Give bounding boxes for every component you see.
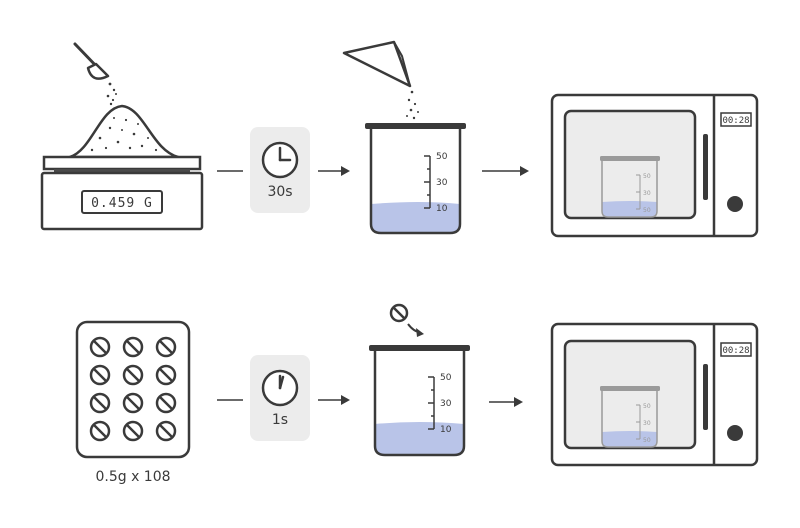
tablet-icon — [155, 420, 177, 442]
microwave-time: 00:28 — [722, 346, 749, 356]
tablet-caption: 0.5g x 108 — [95, 469, 170, 485]
tick-label: 30 — [436, 178, 448, 188]
tablet-icon — [155, 336, 177, 358]
weighing-scale: 0.459 G — [40, 42, 204, 231]
tablet-icon — [122, 364, 144, 386]
timer-label: 30s — [267, 184, 292, 200]
inner-beaker: 50 30 50 — [600, 386, 660, 448]
tablet-icon — [389, 303, 409, 323]
falling-powder — [106, 82, 117, 106]
paper-cone-icon — [342, 40, 412, 88]
row-2: 0.5g x 108 1s — [75, 303, 759, 485]
scale-readout: 0.459 G — [91, 196, 153, 211]
arrow-right — [318, 395, 350, 405]
clock-icon — [261, 141, 299, 179]
beaker-lid — [365, 123, 466, 129]
tablet-icon — [89, 336, 111, 358]
microwave-window — [563, 339, 697, 450]
powder-pile — [68, 104, 180, 159]
tick-label: 50 — [440, 373, 452, 383]
arrow-right — [318, 166, 350, 176]
microwave-knob — [727, 196, 743, 212]
microwave-timer — [720, 112, 752, 127]
tablet-icon — [89, 364, 111, 386]
tablet-icon — [89, 392, 111, 414]
microwave-window — [563, 109, 697, 220]
timer-label: 1s — [272, 412, 288, 428]
tablet-icon — [155, 364, 177, 386]
arrow-right — [482, 166, 529, 176]
timer-panel-1s: 1s — [250, 355, 310, 441]
tablet-icon — [122, 392, 144, 414]
tick-label: 50 — [643, 173, 651, 180]
scale-display — [81, 190, 163, 214]
tick-label: 50 — [643, 207, 651, 214]
spoon-icon — [73, 42, 110, 80]
falling-powder — [406, 90, 419, 120]
row-1: 0.459 G 30s — [40, 40, 759, 238]
inner-beaker: 50 30 50 — [600, 156, 660, 218]
arrow-right — [489, 397, 523, 407]
microwave-icon: 00:28 50 30 50 — [550, 93, 759, 238]
door-handle — [703, 364, 708, 430]
measurement-scale — [424, 155, 431, 209]
tablet-icon — [122, 336, 144, 358]
clock-icon — [261, 369, 299, 407]
beaker-with-powder: 50 30 10 — [342, 40, 466, 235]
timer-panel-30s: 30s — [250, 127, 310, 213]
powder-speckles — [90, 117, 158, 152]
tick-label: 10 — [436, 204, 448, 214]
tick-label: 30 — [440, 399, 452, 409]
tablet-blister-pack: 0.5g x 108 — [75, 320, 191, 485]
tick-label: 30 — [643, 420, 651, 427]
beaker-with-tablet: 50 30 10 — [369, 303, 470, 457]
water — [371, 202, 460, 233]
tablet-icon — [89, 420, 111, 442]
beaker-lid — [369, 345, 470, 351]
tablet-icon — [122, 420, 144, 442]
microwave-knob — [727, 425, 743, 441]
tick-label: 50 — [643, 437, 651, 444]
microwave-icon: 00:28 50 30 50 — [550, 322, 759, 467]
microwave-time: 00:28 — [722, 116, 749, 126]
water — [375, 422, 464, 455]
door-handle — [703, 134, 708, 200]
tablet-icon — [155, 392, 177, 414]
tick-label: 10 — [440, 425, 452, 435]
tick-label: 50 — [643, 403, 651, 410]
measurement-scale — [428, 376, 435, 430]
drop-arrow-icon — [407, 323, 424, 337]
tick-label: 30 — [643, 190, 651, 197]
microwave-timer — [720, 342, 752, 357]
tick-label: 50 — [436, 152, 448, 162]
tablet-grid — [89, 336, 177, 442]
